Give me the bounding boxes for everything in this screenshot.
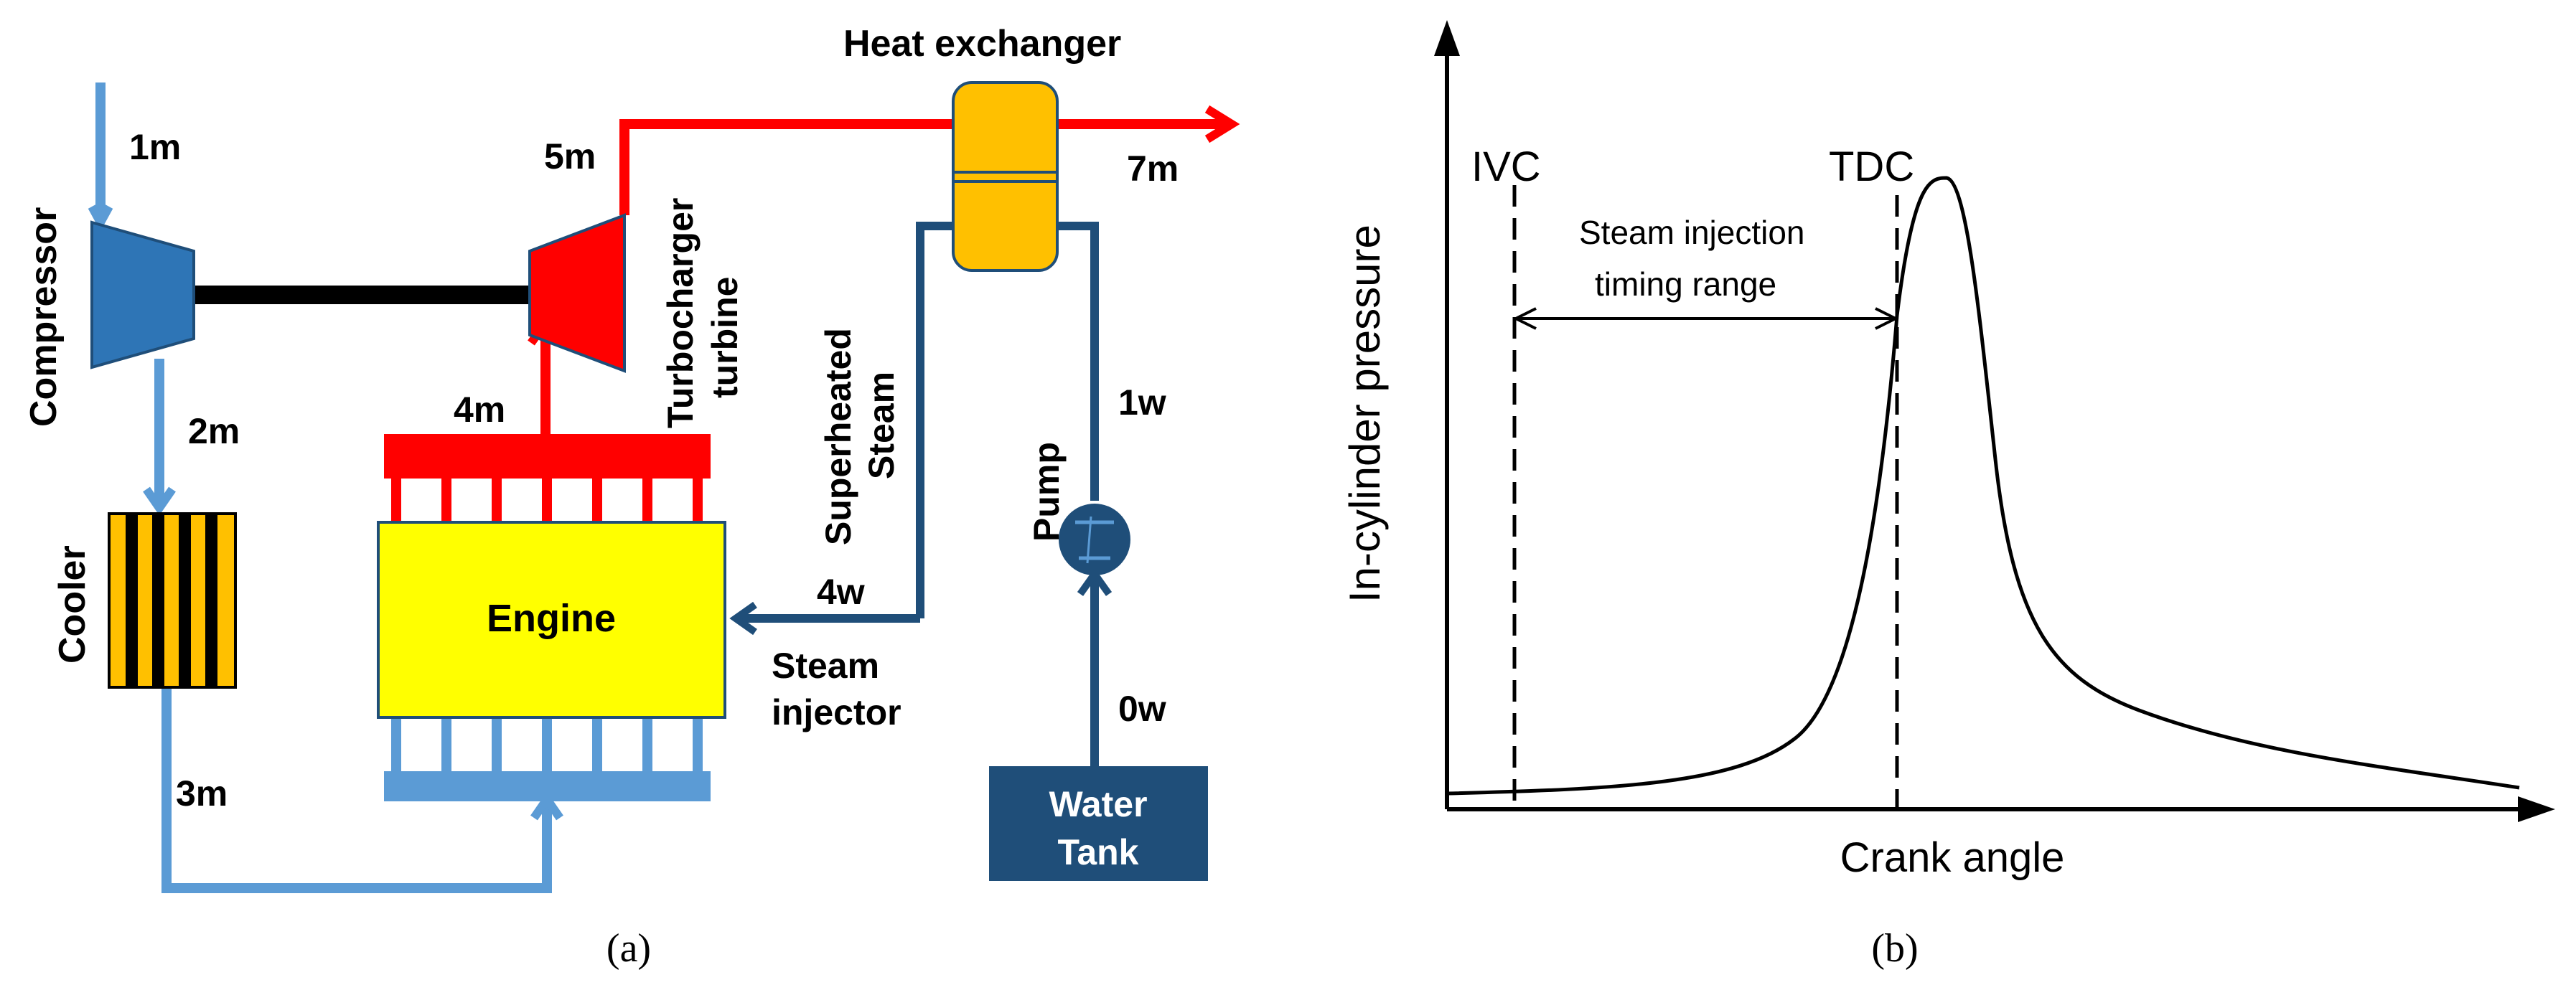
x-axis-arrow bbox=[2518, 796, 2555, 822]
annotation-line-1: Steam injection bbox=[1579, 214, 1805, 251]
engine-block bbox=[377, 521, 726, 719]
panel-a-diagram: 1m 2m 3m 4m 5m 7m 1w 4w 0w Heat exchange… bbox=[23, 23, 1240, 971]
label-7m: 7m bbox=[1127, 149, 1179, 189]
intake-manifold bbox=[384, 717, 711, 801]
label-0w: 0w bbox=[1118, 689, 1166, 729]
heat-exchanger-label: Heat exchanger bbox=[843, 23, 1121, 65]
water-tank bbox=[989, 766, 1208, 881]
injector-label: injector bbox=[772, 692, 901, 732]
superheated-label-1: Superheated bbox=[818, 328, 858, 545]
x-axis-label: Crank angle bbox=[1840, 834, 2065, 881]
air-flow-lines bbox=[88, 83, 563, 893]
water-tank-label-2: Tank bbox=[1058, 832, 1139, 872]
turbocharger-turbine bbox=[528, 213, 626, 373]
cooler-label: Cooler bbox=[52, 545, 93, 664]
pump-label: Pump bbox=[1026, 442, 1067, 542]
turbine-label-2: turbine bbox=[705, 277, 745, 398]
ivc-label: IVC bbox=[1471, 143, 1541, 190]
caption-b: (b) bbox=[1871, 926, 1918, 971]
label-3m: 3m bbox=[176, 773, 228, 814]
y-axis-label: In-cylinder pressure bbox=[1341, 225, 1389, 603]
annotation-line-2: timing range bbox=[1595, 265, 1776, 303]
label-1w: 1w bbox=[1118, 382, 1166, 423]
compressor-label: Compressor bbox=[23, 207, 65, 427]
tdc-label: TDC bbox=[1829, 143, 1914, 190]
turbine-label-1: Turbocharger bbox=[660, 198, 701, 428]
compressor bbox=[90, 220, 195, 369]
exhaust-manifold bbox=[384, 434, 711, 522]
pump bbox=[1059, 504, 1130, 575]
label-4m: 4m bbox=[454, 390, 505, 430]
y-axis-arrow bbox=[1434, 20, 1460, 56]
label-4w: 4w bbox=[817, 572, 865, 612]
timing-arrowhead-right bbox=[1875, 307, 1899, 330]
timing-arrowhead-left bbox=[1512, 307, 1537, 330]
steam-label: Steam bbox=[772, 646, 879, 686]
engine-label: Engine bbox=[487, 597, 616, 640]
water-flow-lines bbox=[729, 222, 1113, 766]
heat-exchanger bbox=[952, 81, 1059, 272]
panel-b-chart: IVC TDC Steam injection timing range Cra… bbox=[1341, 20, 2555, 971]
cooler bbox=[108, 512, 237, 689]
pressure-curve bbox=[1446, 176, 2520, 796]
superheated-label-2: Steam bbox=[861, 372, 901, 479]
label-1m: 1m bbox=[129, 127, 181, 167]
water-tank-label-1: Water bbox=[1049, 784, 1147, 824]
label-5m: 5m bbox=[544, 136, 596, 176]
label-2m: 2m bbox=[188, 411, 240, 451]
caption-a: (a) bbox=[606, 926, 651, 971]
turbocharger-shaft bbox=[192, 286, 530, 304]
